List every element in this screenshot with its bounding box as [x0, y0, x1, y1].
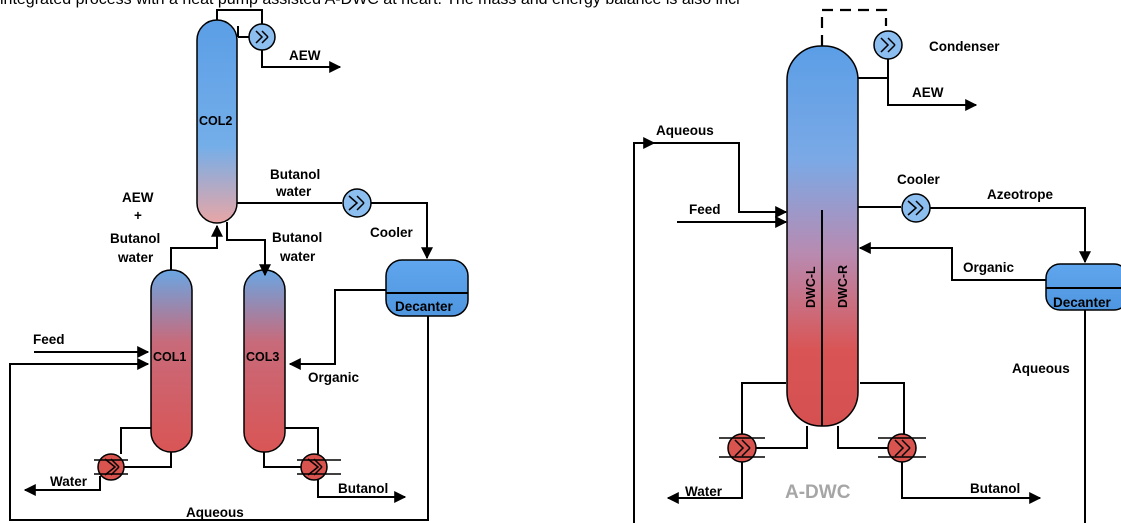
- adwc-label: A-DWC: [785, 482, 851, 503]
- aew-mix-label-3: Butanol: [110, 231, 160, 246]
- col1-label: COL1: [153, 350, 186, 364]
- right-decanter: Decanter: [1045, 263, 1121, 311]
- butanol-water-a-label-1: Butanol: [270, 167, 320, 182]
- left-water-label: Water: [50, 474, 88, 489]
- col1-column: COL1: [150, 269, 193, 453]
- left-organic-label: Organic: [308, 370, 360, 385]
- right-cooler-icon: [901, 193, 931, 223]
- right-feed-label: Feed: [689, 202, 721, 217]
- azeotrope-label: Azeotrope: [987, 187, 1053, 202]
- right-butanol-label: Butanol: [970, 481, 1020, 496]
- aew-top-label: AEW: [289, 48, 321, 63]
- figure-caption: integrated process with a heat pump assi…: [0, 0, 1121, 9]
- right-organic-label: Organic: [963, 260, 1015, 275]
- left-decanter-label: Decanter: [395, 299, 454, 314]
- butanol-water-b-label-1: Butanol: [272, 230, 322, 245]
- dwc-l-label: DWC-L: [804, 266, 818, 308]
- left-feed-label: Feed: [33, 332, 65, 347]
- dwc-column: DWC-L DWC-R: [786, 45, 859, 427]
- condenser-label: Condenser: [929, 39, 1000, 54]
- right-aqueous-out-label: Aqueous: [1012, 361, 1070, 376]
- aew-mix-label-1: AEW: [122, 190, 154, 205]
- right-condenser-icon: [873, 30, 903, 60]
- aew-mix-label-4: water: [117, 250, 154, 265]
- left-aqueous-label: Aqueous: [186, 505, 244, 520]
- right-aqueous-in-label: Aqueous: [656, 123, 714, 138]
- col2-condenser-icon: [248, 23, 276, 51]
- right-decanter-label: Decanter: [1053, 295, 1112, 310]
- left-cooler-label: Cooler: [370, 225, 414, 240]
- right-cooler-label: Cooler: [897, 172, 941, 187]
- butanol-water-a-label-2: water: [275, 184, 312, 199]
- butanol-water-b-label-2: water: [279, 249, 316, 264]
- right-water-label: Water: [685, 484, 723, 499]
- left-cooler-icon: [342, 188, 372, 218]
- col3-reboiler-icon: [297, 453, 341, 481]
- left-decanter: Decanter: [385, 259, 469, 317]
- dwc-r-label: DWC-R: [836, 265, 850, 308]
- right-aew-label: AEW: [912, 85, 944, 100]
- col2-column: COL2: [196, 19, 238, 224]
- left-butanol-label: Butanol: [338, 481, 388, 496]
- col3-label: COL3: [246, 350, 279, 364]
- col3-column: COL3: [243, 269, 286, 453]
- aew-mix-label-2: +: [134, 208, 142, 223]
- col2-label: COL2: [199, 114, 232, 128]
